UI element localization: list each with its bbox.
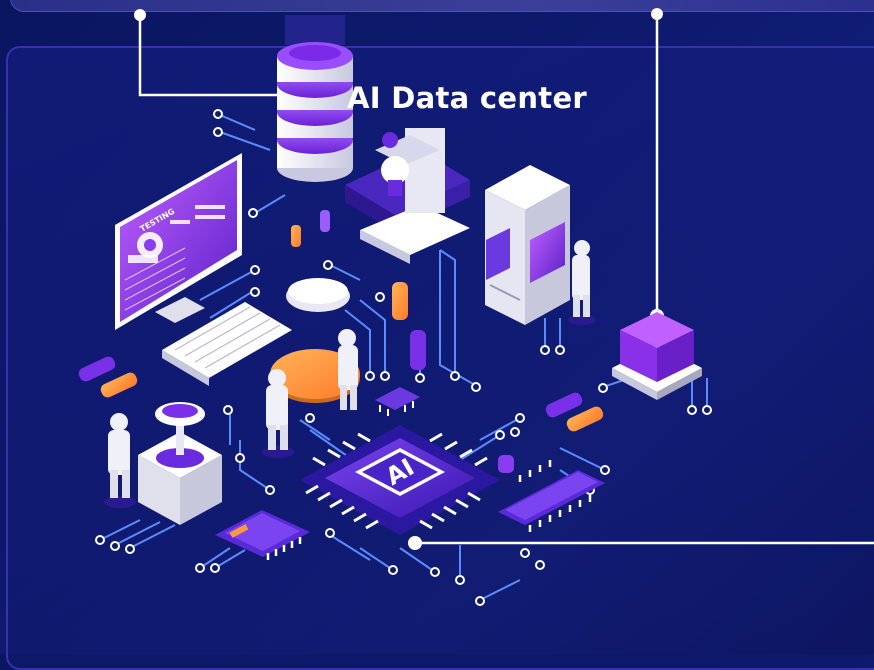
monitor-icon: [115, 153, 242, 330]
small-chip-icon: [375, 387, 420, 416]
ai-chip-icon: [300, 425, 500, 535]
callout-lines: [138, 14, 874, 545]
dispenser-machine-icon: [138, 402, 222, 525]
processor-cube-icon: [612, 312, 702, 400]
resistor-icons: [78, 356, 604, 432]
keyboard-icon: [162, 302, 292, 386]
microscope-machine-icon: [345, 128, 470, 264]
capacitor-icons: [291, 210, 514, 473]
wafer-icon: [270, 349, 360, 403]
database-icon: [277, 15, 353, 182]
memory-chip-icon: [215, 510, 310, 560]
technician-icon: [568, 240, 596, 325]
illustration: TESTING: [78, 14, 874, 605]
infographic-canvas: TESTING: [6, 0, 874, 670]
test-cabinet-icon: [485, 165, 570, 325]
page-title: AI Data center: [347, 81, 588, 115]
mouse-icon: [286, 278, 350, 312]
technician-icons: [104, 329, 358, 508]
ic-chip-icon: [498, 460, 605, 532]
